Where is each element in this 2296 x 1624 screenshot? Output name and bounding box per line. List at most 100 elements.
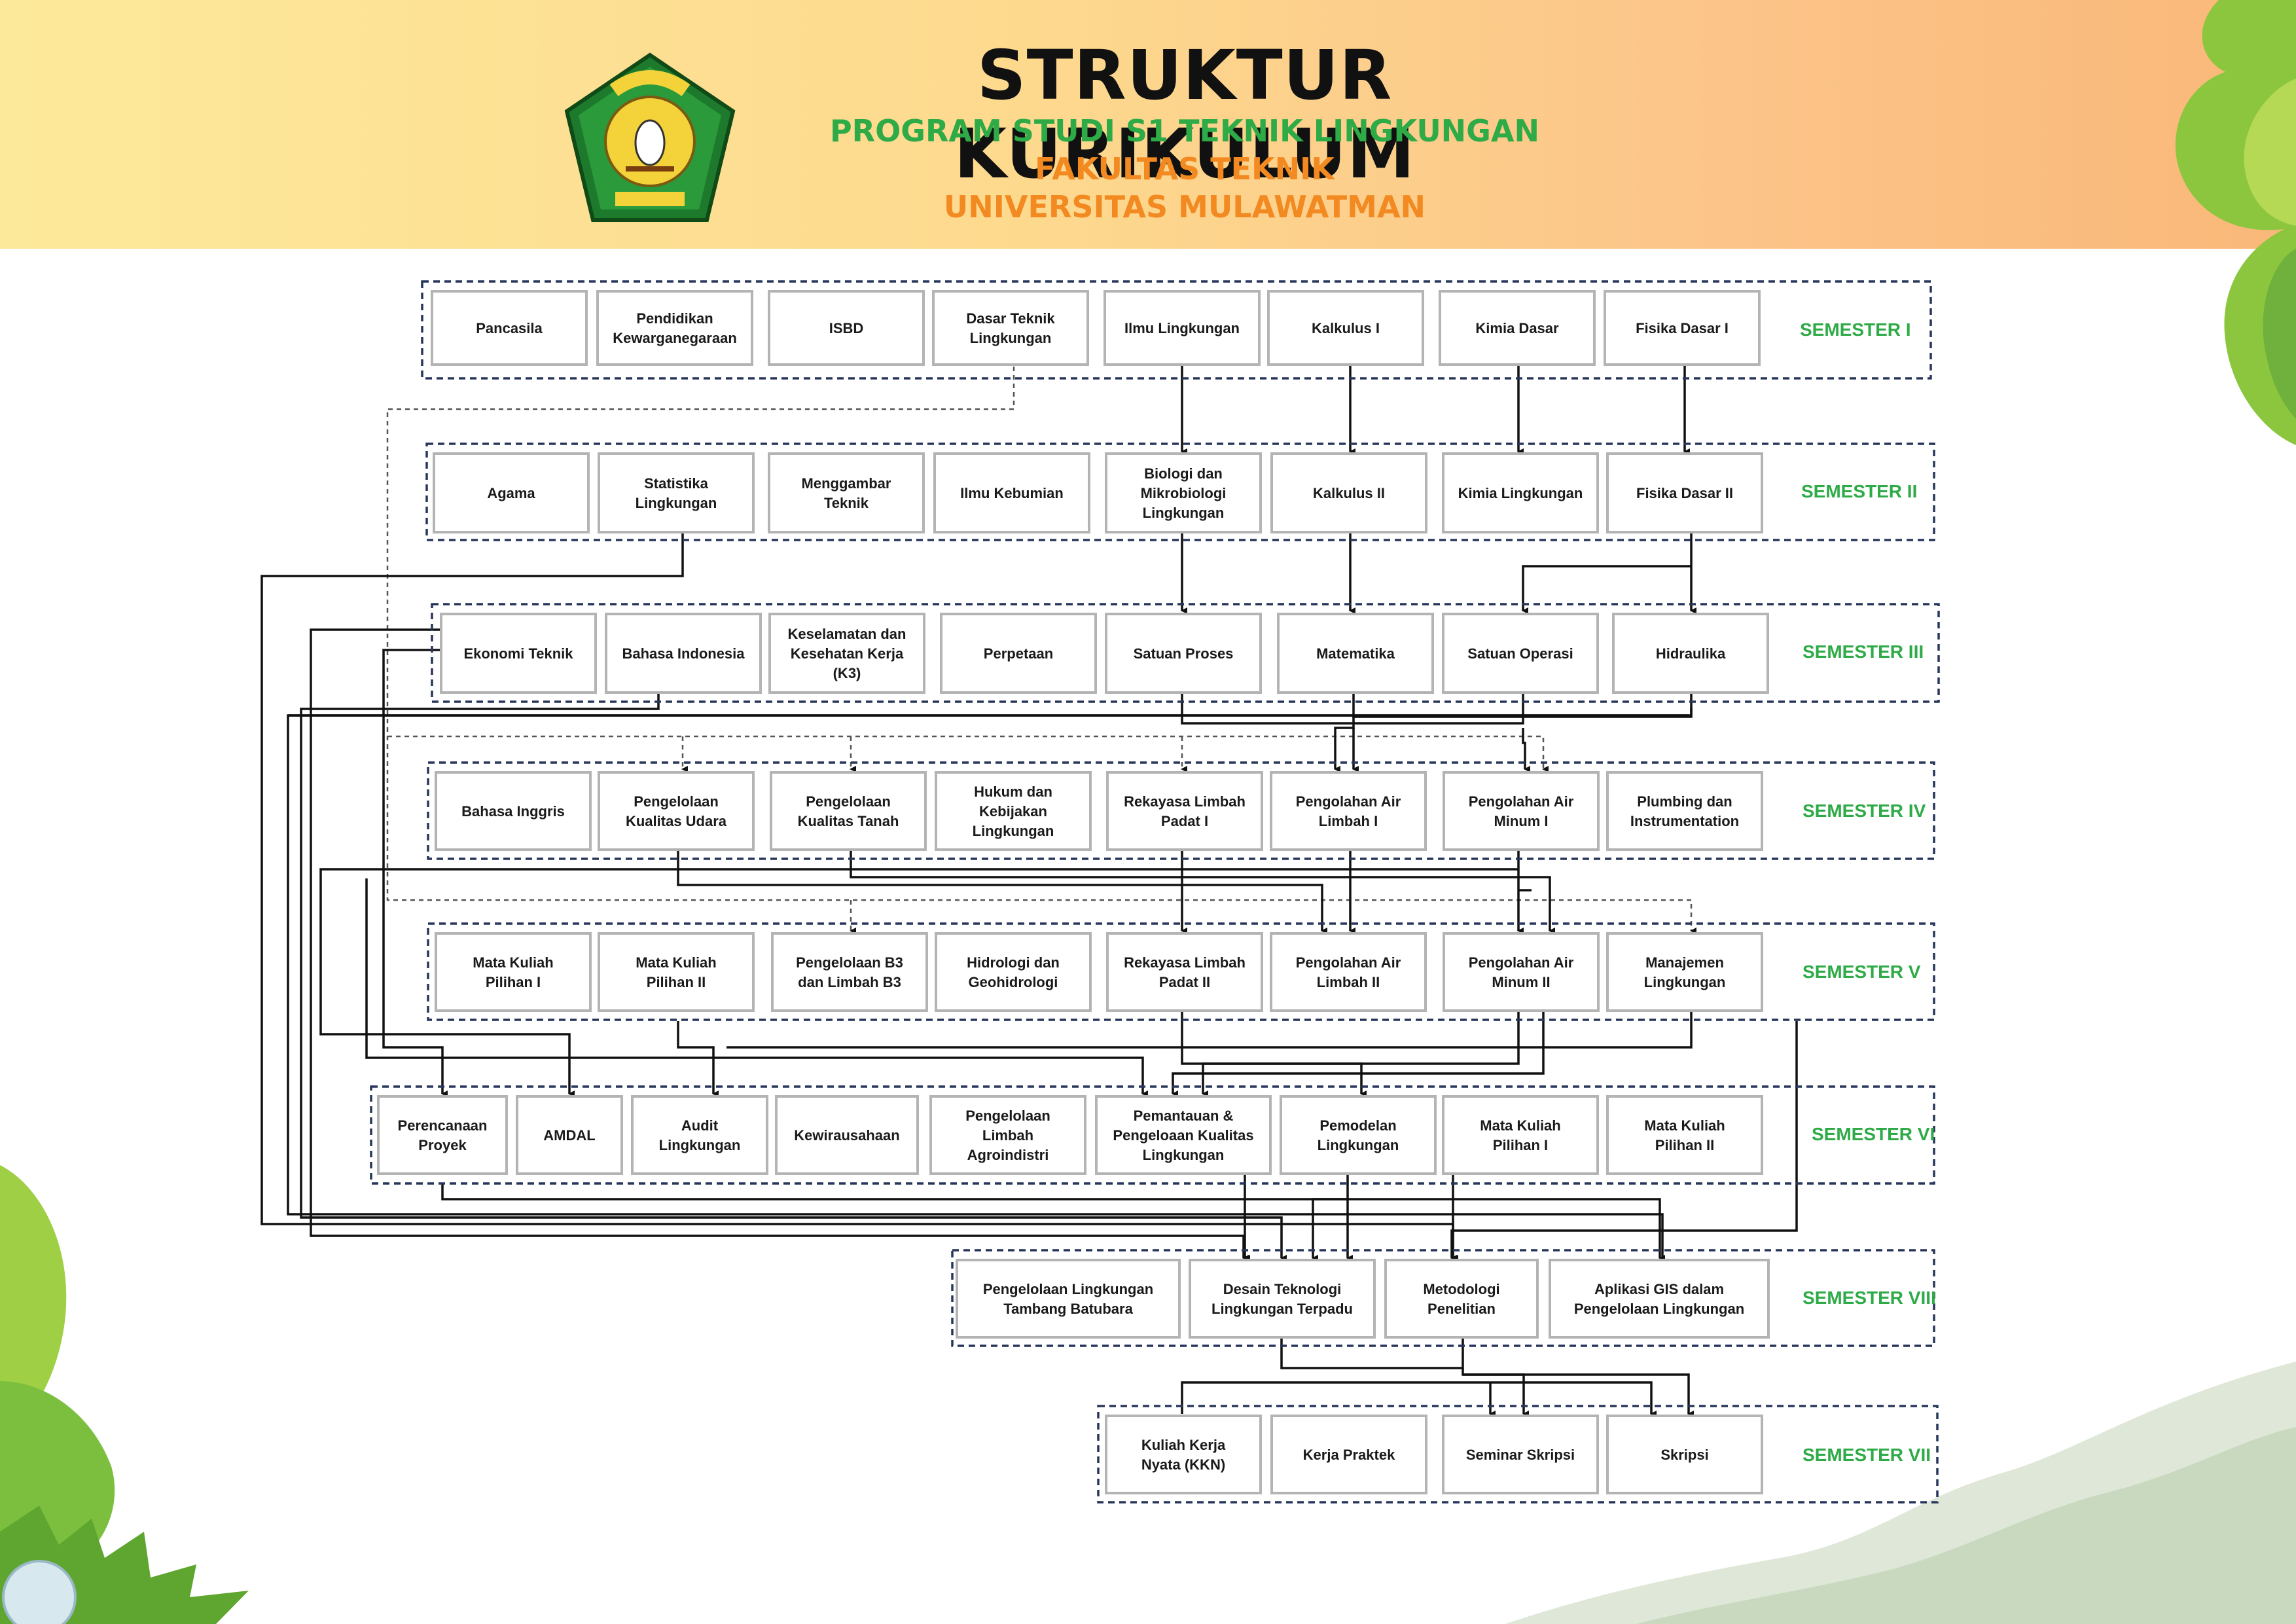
semester-frame bbox=[370, 1085, 1935, 1185]
semester-label: SEMESTER V bbox=[1803, 962, 1921, 982]
course-box: Satuan Operasi bbox=[1442, 613, 1599, 694]
course-box: Fisika Dasar I bbox=[1604, 290, 1761, 366]
course-name: Pilihan I bbox=[1493, 1137, 1548, 1153]
course-name: Pemodelan bbox=[1319, 1117, 1396, 1134]
semester-label: SEMESTER III bbox=[1803, 641, 1924, 662]
page-title: STRUKTUR KURIKULUM bbox=[954, 35, 1416, 194]
course-name: Dasar Teknik bbox=[966, 310, 1055, 327]
course-name: dan Limbah B3 bbox=[798, 974, 901, 990]
course-name: Lingkungan bbox=[973, 823, 1054, 839]
semester-label: SEMESTER VIII bbox=[1803, 1288, 1936, 1308]
course-name: Statistika bbox=[644, 475, 709, 492]
course-name: Aplikasi GIS dalam bbox=[1594, 1281, 1724, 1297]
course-name: Mata Kuliah bbox=[1644, 1117, 1725, 1134]
leaf-decoration-bottom-left bbox=[0, 1165, 249, 1624]
course-name: Pengelolaan Lingkungan bbox=[983, 1281, 1153, 1297]
course-name: Pengelolaan bbox=[965, 1108, 1050, 1124]
course-name: Keselamatan dan bbox=[788, 626, 906, 642]
course-name: Satuan Proses bbox=[1134, 645, 1234, 662]
course-box: Fisika Dasar II bbox=[1606, 452, 1763, 533]
course-name: Pengolahan Air bbox=[1469, 954, 1574, 971]
university-logo bbox=[564, 52, 736, 222]
connector bbox=[1522, 565, 1691, 614]
course-name: Seminar Skripsi bbox=[1466, 1447, 1575, 1463]
connector bbox=[677, 848, 1327, 934]
connector bbox=[726, 1008, 1693, 1049]
semester-label: SEMESTER IV bbox=[1803, 801, 1926, 821]
course-box: Kimia Dasar bbox=[1439, 290, 1596, 366]
course-name: Lingkungan bbox=[1644, 974, 1726, 990]
connector bbox=[1181, 1381, 1657, 1417]
course-name: Kewirausahaan bbox=[794, 1127, 899, 1144]
course-box: Matematika bbox=[1277, 613, 1434, 694]
course-name: Mata Kuliah bbox=[1480, 1117, 1560, 1134]
course-name: Hidraulika bbox=[1656, 645, 1726, 662]
connector bbox=[850, 848, 1555, 934]
course-box: ISBD bbox=[768, 290, 925, 366]
connector bbox=[1463, 1373, 1529, 1417]
course-name: Audit bbox=[681, 1117, 719, 1134]
connector bbox=[677, 1021, 719, 1097]
course-name: Perpetaan bbox=[984, 645, 1053, 662]
connector bbox=[319, 868, 1518, 1097]
course-box: Agama bbox=[433, 452, 590, 533]
university-name: UNIVERSITAS MULAWATMAN bbox=[943, 189, 1426, 225]
course-name: Pilihan II bbox=[1655, 1137, 1714, 1153]
course-box: AMDAL bbox=[516, 1095, 623, 1175]
connector bbox=[1172, 1008, 1545, 1097]
course-name: Instrumentation bbox=[1630, 813, 1739, 829]
course-name: Lingkungan bbox=[1318, 1137, 1399, 1153]
course-box: Ilmu Lingkungan bbox=[1103, 290, 1261, 366]
semester-frame bbox=[421, 280, 1932, 380]
course-name: Pengelolaan bbox=[806, 793, 891, 810]
semester-label: SEMESTER II bbox=[1801, 481, 1917, 501]
course-name: Nyata (KKN) bbox=[1141, 1456, 1225, 1473]
course-name: Limbah I bbox=[1319, 813, 1378, 829]
course-name: Ilmu Lingkungan bbox=[1124, 320, 1240, 336]
course-name: Hidrologi dan bbox=[967, 954, 1060, 971]
course-name: Plumbing dan bbox=[1637, 793, 1732, 810]
leaf-decoration-top-right bbox=[2175, 0, 2296, 445]
connector bbox=[365, 878, 1148, 1097]
course-name: Pengolahan Air bbox=[1296, 793, 1401, 810]
connector bbox=[1202, 1008, 1520, 1097]
course-box: Satuan Proses bbox=[1105, 613, 1262, 694]
course-name: Minum I bbox=[1494, 813, 1548, 829]
dashed-connector bbox=[387, 735, 1549, 772]
semester-label: SEMESTER VI bbox=[1812, 1124, 1935, 1144]
course-name: Bahasa Indonesia bbox=[622, 645, 745, 662]
course-name: Perencanaan bbox=[398, 1117, 488, 1134]
connector bbox=[1450, 1021, 1798, 1261]
course-name: Kimia Lingkungan bbox=[1458, 485, 1583, 501]
course-name: (K3) bbox=[833, 665, 861, 681]
course-name: Bahasa Inggris bbox=[461, 803, 565, 820]
course-name: Hukum dan bbox=[974, 784, 1052, 800]
course-name: Desain Teknologi bbox=[1223, 1281, 1342, 1297]
course-name: Limbah bbox=[982, 1127, 1033, 1144]
course-name: Fisika Dasar I bbox=[1636, 320, 1729, 336]
course-name: Pengelolaan B3 bbox=[796, 954, 903, 971]
course-name: Agama bbox=[487, 485, 535, 501]
course-name: Pemantauan & bbox=[1134, 1108, 1234, 1124]
course-box: Pancasila bbox=[431, 290, 588, 366]
course-name: AMDAL bbox=[543, 1127, 595, 1144]
course-name: Teknik bbox=[824, 495, 869, 511]
course-box: Pemantauan &Pengeloaan KualitasLingkunga… bbox=[1095, 1095, 1272, 1175]
